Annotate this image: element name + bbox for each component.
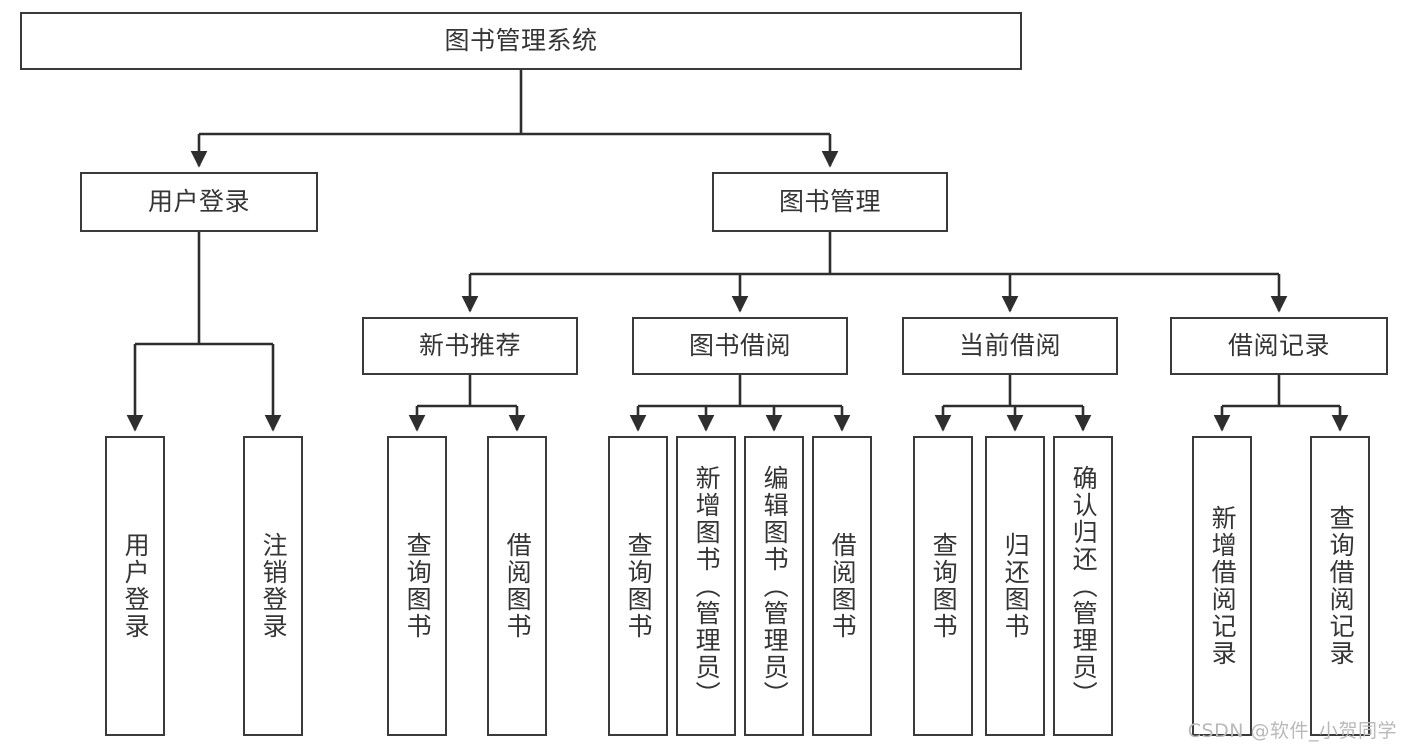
node-borrow-record[interactable]: 借阅记录 bbox=[1170, 317, 1388, 375]
leaf-node-query-book-current[interactable]: 查询图书 bbox=[913, 436, 973, 736]
node-book-borrow[interactable]: 图书借阅 bbox=[632, 317, 848, 375]
node-label: 图书管理系统 bbox=[444, 25, 598, 55]
node-label: 查询图书 bbox=[929, 532, 959, 640]
node-label: 借阅图书 bbox=[503, 532, 533, 640]
edge-borrow-record-to-leaves bbox=[1213, 375, 1349, 432]
leaf-node-logout[interactable]: 注销登录 bbox=[243, 436, 303, 736]
edge-user-login-to-leaves bbox=[126, 232, 282, 432]
node-label: 确认归还（管理员） bbox=[1069, 464, 1099, 708]
leaf-node-query-book-borrow[interactable]: 查询图书 bbox=[608, 436, 668, 736]
leaf-node-return-book[interactable]: 归还图书 bbox=[985, 436, 1045, 736]
watermark-text: CSDN @软件_小贺同学 bbox=[1187, 720, 1397, 742]
node-label: 查询图书 bbox=[403, 532, 433, 640]
node-root-system[interactable]: 图书管理系统 bbox=[20, 12, 1022, 70]
leaf-node-confirm-return-admin[interactable]: 确认归还（管理员） bbox=[1053, 436, 1113, 736]
node-label: 图书借阅 bbox=[688, 330, 791, 360]
leaf-node-query-borrow-record[interactable]: 查询借阅记录 bbox=[1310, 436, 1370, 736]
edge-current-borrow-to-leaves bbox=[934, 375, 1092, 432]
leaf-node-borrow-book-new[interactable]: 借阅图书 bbox=[487, 436, 547, 736]
leaf-node-edit-book-admin[interactable]: 编辑图书（管理员） bbox=[744, 436, 804, 736]
node-label: 借阅图书 bbox=[828, 532, 858, 640]
leaf-node-add-borrow-record[interactable]: 新增借阅记录 bbox=[1192, 436, 1252, 736]
leaf-node-add-book-admin[interactable]: 新增图书（管理员） bbox=[676, 436, 736, 736]
leaf-node-query-book-new[interactable]: 查询图书 bbox=[387, 436, 447, 736]
node-label: 图书管理 bbox=[778, 186, 881, 216]
node-label: 编辑图书（管理员） bbox=[760, 464, 790, 708]
node-label: 用户登录 bbox=[121, 532, 151, 640]
node-label: 新增借阅记录 bbox=[1208, 505, 1238, 667]
edge-book-management-to-level3 bbox=[461, 232, 1288, 313]
node-label: 注销登录 bbox=[259, 532, 289, 640]
node-user-login[interactable]: 用户登录 bbox=[80, 172, 318, 232]
edge-root-to-level2 bbox=[190, 70, 839, 168]
node-book-management[interactable]: 图书管理 bbox=[712, 172, 948, 232]
leaf-node-borrow-book[interactable]: 借阅图书 bbox=[812, 436, 872, 736]
edge-new-book-recommend-to-leaves bbox=[408, 375, 526, 432]
node-label: 查询图书 bbox=[624, 532, 654, 640]
node-label: 借阅记录 bbox=[1227, 330, 1330, 360]
node-label: 新书推荐 bbox=[418, 330, 521, 360]
node-label: 查询借阅记录 bbox=[1326, 505, 1356, 667]
node-label: 归还图书 bbox=[1001, 532, 1031, 640]
node-current-borrow[interactable]: 当前借阅 bbox=[902, 317, 1118, 375]
node-label: 用户登录 bbox=[147, 186, 250, 216]
node-label: 当前借阅 bbox=[958, 330, 1061, 360]
edge-book-borrow-to-leaves bbox=[629, 375, 851, 432]
leaf-node-user-login[interactable]: 用户登录 bbox=[105, 436, 165, 736]
node-new-book-recommend[interactable]: 新书推荐 bbox=[362, 317, 578, 375]
node-label: 新增图书（管理员） bbox=[692, 464, 722, 708]
